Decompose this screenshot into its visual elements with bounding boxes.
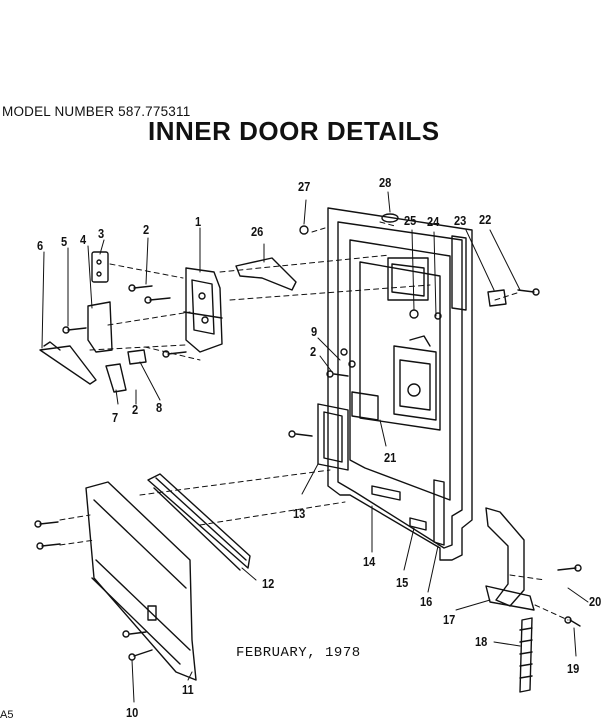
screws — [34, 213, 582, 661]
left-small-parts — [39, 251, 147, 393]
callout-10: 10 — [126, 705, 139, 720]
revision-date: FEBRUARY, 1978 — [236, 645, 361, 661]
callout-23: 23 — [454, 213, 467, 228]
projection-lines — [59, 221, 569, 621]
callout-2: 2 — [310, 344, 317, 359]
callout-9: 9 — [311, 324, 318, 339]
callout-28: 28 — [379, 175, 392, 190]
callout-14: 14 — [363, 554, 376, 569]
lower-panel-part-11 — [85, 481, 197, 681]
hinge-part-17 — [485, 507, 535, 611]
callout-7: 7 — [112, 410, 119, 425]
callout-2: 2 — [132, 402, 139, 417]
callout-17: 17 — [443, 612, 456, 627]
callout-1: 1 — [195, 214, 202, 229]
corner-code: A5 — [0, 709, 14, 721]
callout-11: 11 — [182, 682, 194, 697]
page-title: INNER DOOR DETAILS — [148, 116, 440, 146]
callout-22: 22 — [479, 212, 492, 227]
callout-2: 2 — [143, 222, 150, 237]
callout-18: 18 — [475, 634, 488, 649]
callout-25: 25 — [404, 213, 417, 228]
callout-3: 3 — [98, 226, 105, 241]
callout-13: 13 — [293, 506, 306, 521]
callout-6: 6 — [37, 238, 44, 253]
spring-part-18 — [519, 617, 533, 693]
callout-5: 5 — [61, 234, 68, 249]
callout-15: 15 — [396, 575, 409, 590]
callout-20: 20 — [589, 594, 602, 609]
callout-19: 19 — [567, 661, 580, 676]
callout-21: 21 — [384, 450, 397, 465]
callout-12: 12 — [262, 576, 275, 591]
latch-assembly — [183, 267, 223, 353]
callout-4: 4 — [80, 232, 87, 247]
rail-part-12 — [147, 473, 251, 571]
leader-lines — [41, 191, 589, 703]
bracket-part-26 — [235, 257, 297, 291]
callout-27: 27 — [298, 179, 311, 194]
callout-26: 26 — [251, 224, 264, 239]
callout-16: 16 — [420, 594, 433, 609]
callout-8: 8 — [156, 400, 163, 415]
callout-24: 24 — [427, 214, 440, 229]
model-number: MODEL NUMBER 587.775311 — [2, 104, 191, 119]
inner-door-panel — [317, 207, 473, 561]
